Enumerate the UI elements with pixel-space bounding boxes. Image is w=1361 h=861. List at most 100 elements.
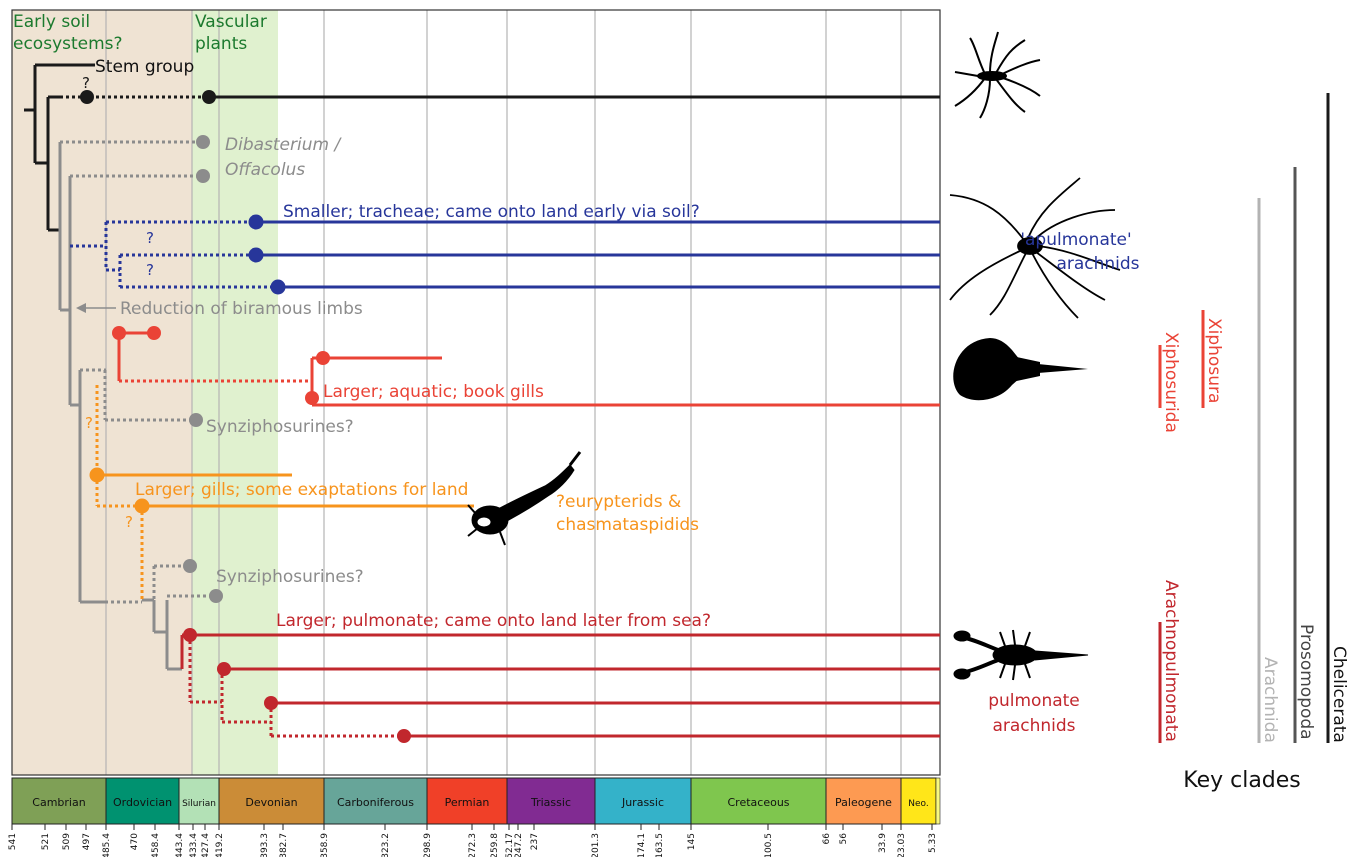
tick-label: 485.4 <box>102 833 112 857</box>
chelicerata-label: Chelicerata <box>1329 646 1349 743</box>
node-eurypt-2 <box>135 499 150 514</box>
tick-label: 358.9 <box>320 833 330 857</box>
tick-label: 427.4 <box>201 833 211 857</box>
xiphosura-trait-label: Larger; aquatic; book gills <box>323 382 544 402</box>
tick-label: 237 <box>530 833 540 850</box>
biramous-label: Reduction of biramous limbs <box>120 299 363 319</box>
tick-label: 521 <box>41 833 51 850</box>
node-apulmonate-3 <box>271 280 286 295</box>
horseshoe-crab-icon <box>953 338 1088 400</box>
eurypterid-group-label-1: ?eurypterids & <box>556 492 681 512</box>
tick-label: 433.4 <box>189 833 199 857</box>
tick-label: 259.8 <box>490 833 500 857</box>
tick-label: 247.2 <box>514 833 524 857</box>
period-label: Silurian <box>182 799 216 809</box>
sea-spider-icon <box>955 32 1040 118</box>
tick-label: 56 <box>839 833 849 845</box>
tick-label: 541 <box>8 833 18 850</box>
period-label: Jurassic <box>621 796 664 809</box>
quaternary-sliver <box>936 778 940 824</box>
tick-label: 201.3 <box>591 833 601 857</box>
node-synzipho-2b <box>209 589 223 603</box>
node-stem-1 <box>80 90 94 104</box>
arachnida-label: Arachnida <box>1260 657 1280 743</box>
xiphosurida-label: Xiphosurida <box>1161 332 1181 433</box>
period-label: Devonian <box>245 796 297 809</box>
node-apulmonate-1 <box>249 215 264 230</box>
node-xipho-4 <box>305 391 319 405</box>
soil-label-1: Early soil <box>13 12 90 32</box>
node-dibasterium <box>196 135 210 149</box>
tick-label: 5.33 <box>928 833 938 853</box>
node-eurypt-1 <box>90 468 105 483</box>
period-bar: Cambrian Ordovician Silurian Devonian Carbon… <box>12 778 940 824</box>
node-pulm-2 <box>217 662 231 676</box>
period-label: Ordovician <box>113 796 172 809</box>
arachnopulmonata-label: Arachnopulmonata <box>1161 580 1181 742</box>
node-xipho-2 <box>147 326 161 340</box>
q-eurypt-1: ? <box>85 414 93 432</box>
tick-label: 497 <box>82 833 92 850</box>
period-label: Carboniferous <box>337 796 414 809</box>
tick-label: 163.5 <box>655 833 665 857</box>
tick-label: 443.4 <box>175 833 185 857</box>
q-apulmonate-1: ? <box>146 229 154 247</box>
period-label: Paleogene <box>835 796 892 809</box>
q-apulmonate-2: ? <box>146 261 154 279</box>
node-synzipho-1 <box>189 413 203 427</box>
tick-label: 509 <box>62 833 72 850</box>
period-label: Cambrian <box>32 796 85 809</box>
tick-label: 470 <box>130 833 140 850</box>
node-pulm-1 <box>183 628 197 642</box>
stem-group-label: Stem group <box>95 57 194 77</box>
xiphosura-label: Xiphosura <box>1204 318 1224 403</box>
tick-label: 272.3 <box>468 833 478 857</box>
tick-label: 66 <box>822 833 832 845</box>
tick-label: 145 <box>687 833 697 850</box>
node-xipho-3 <box>316 351 330 365</box>
soil-band <box>12 10 192 775</box>
prosomopoda-label: Prosomopoda <box>1296 624 1316 740</box>
apulmonate-group-label-1: 'apulmonate' <box>1020 230 1131 250</box>
node-xipho-1 <box>112 326 126 340</box>
period-label: Neo. <box>908 799 928 809</box>
tick-label: 298.9 <box>423 833 433 857</box>
tick-label: 174.1 <box>637 833 647 857</box>
node-offacolus <box>196 169 210 183</box>
tick-label: 393.3 <box>260 833 270 857</box>
pulmonate-group-label-1: pulmonate <box>988 691 1080 711</box>
apulmonate-group-label-2: arachnids <box>1056 254 1139 274</box>
node-pulm-3 <box>264 696 278 710</box>
node-apulmonate-2 <box>249 248 264 263</box>
node-synzipho-2a <box>183 559 197 573</box>
plants-band <box>192 10 278 775</box>
period-label: Triassic <box>530 796 571 809</box>
key-clades-title: Key clades <box>1183 768 1301 793</box>
tick-label: 23.03 <box>897 833 907 857</box>
synziphosurines-label-1: Synziphosurines? <box>206 417 354 437</box>
soil-label-2: ecosystems? <box>13 34 123 54</box>
period-label: Permian <box>445 796 490 809</box>
tick-label: 100.5 <box>764 833 774 857</box>
apulmonate-trait-label: Smaller; tracheae; came onto land early … <box>283 202 700 222</box>
apulmonate-solid-lines <box>256 222 940 287</box>
node-pulm-4 <box>397 729 411 743</box>
q-stem: ? <box>82 74 90 92</box>
plants-label-2: plants <box>195 34 247 54</box>
pulmonate-group-label-2: arachnids <box>992 716 1075 736</box>
synziphosurines-label-2: Synziphosurines? <box>216 567 364 587</box>
tick-label: 323.2 <box>381 833 391 857</box>
tick-label: 382.7 <box>279 833 289 857</box>
dibasterium-label-2: Offacolus <box>225 160 305 180</box>
plants-label-1: Vascular <box>195 12 267 32</box>
tick-label: 33.9 <box>878 833 888 853</box>
tick-label: 419.2 <box>215 833 225 857</box>
scorpion-icon <box>954 630 1088 680</box>
eurypterid-group-label-2: chasmataspidids <box>556 515 699 535</box>
period-label: Cretaceous <box>727 796 789 809</box>
q-eurypt-2: ? <box>125 513 133 531</box>
eurypterid-trait-label: Larger; gills; some exaptations for land <box>135 480 468 500</box>
dibasterium-label-1: Dibasterium / <box>225 135 342 155</box>
